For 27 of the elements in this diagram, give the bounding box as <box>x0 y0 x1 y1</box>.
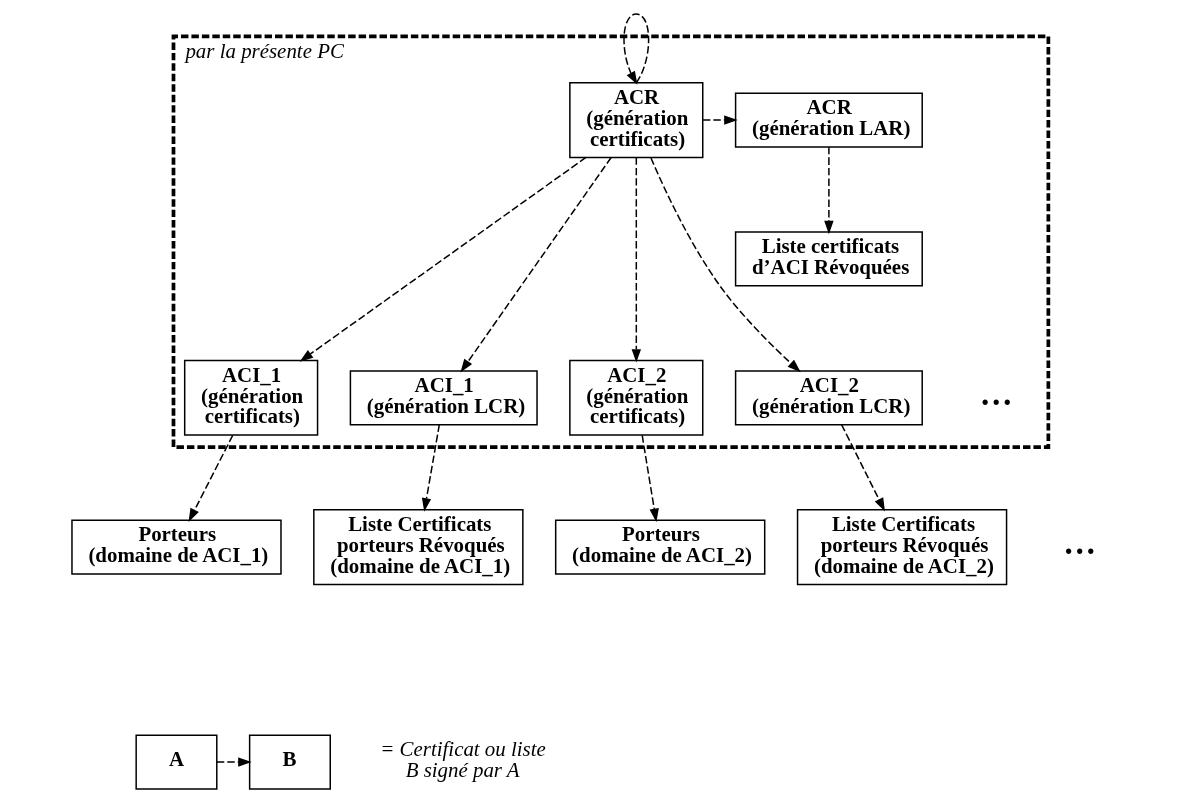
arrow <box>299 156 587 362</box>
node-box: ACR (génération LAR) <box>734 92 923 148</box>
node-box: Liste Certificats porteurs Révoqués (domaine de ACI_2) <box>796 509 1008 586</box>
arrow <box>631 156 642 363</box>
arrow <box>641 434 659 523</box>
label: … <box>979 375 1013 412</box>
arrow <box>840 424 885 512</box>
node-box: ACI_1 (génération certificats) <box>183 359 319 436</box>
arrow <box>650 157 801 373</box>
label: = Certificat ou liste B signé par A <box>380 737 546 783</box>
node-box: ACR (génération certificats) <box>569 82 704 159</box>
node-box: Porteurs (domaine de ACI_2) <box>554 519 766 575</box>
arrow <box>824 146 834 235</box>
node-box: A <box>135 734 218 790</box>
arrow <box>460 156 612 373</box>
node-box: ACI_2 (génération certificats) <box>569 359 704 436</box>
node-box: Liste certificats d’ACI Révoquées <box>734 231 923 287</box>
node-box: ACI_2 (génération LCR) <box>734 370 923 426</box>
node-box: Liste Certificats porteurs Révoqués (domaine de ACI_1) <box>313 509 524 586</box>
node-box: Porteurs (domaine de ACI_1) <box>71 519 282 575</box>
arrow <box>702 115 738 125</box>
arrow <box>421 424 441 512</box>
node-box: ACI_1 (génération LCR) <box>349 370 538 426</box>
label: … <box>1063 524 1097 561</box>
arrow <box>623 13 650 85</box>
arrow <box>216 757 252 767</box>
node-box: B <box>248 734 331 790</box>
